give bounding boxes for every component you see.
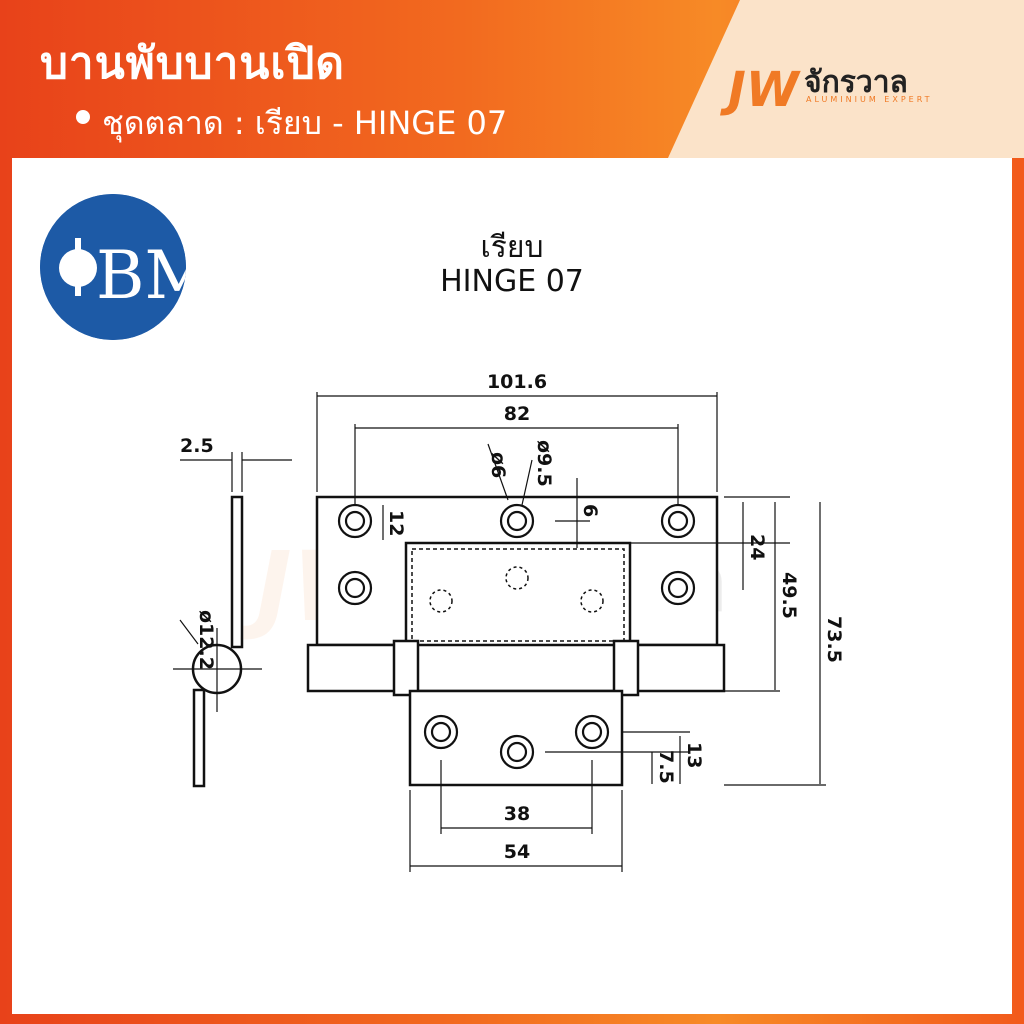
brand-name: จักรวาล [804,65,908,100]
page-title: บานพับบานเปิด [40,38,345,89]
side-view [173,495,262,788]
dim-hole-span-top: 82 [504,403,530,425]
dim-overall-height: 73.5 [823,616,845,663]
dim-lines [316,392,826,872]
dim-overall-width: 101.6 [487,371,547,393]
dim-hole-row-offset: 12 [385,510,407,536]
dim-top-hole-offset: 6 [579,504,601,517]
dim-upper-to-knuckle: 49.5 [778,572,800,619]
product-name-th: เรียบ [480,230,544,265]
dim-upper-leaf-height: 24 [746,534,768,560]
holes [337,503,696,770]
maker-logo-text: BM [96,237,186,314]
dim-lower-hole-span: 38 [504,803,530,825]
brand-mark: JW [720,62,801,118]
side-dims [179,452,292,645]
dim-lower-hole-offset: 7.5 [655,750,677,784]
bullet-icon [76,110,90,124]
dim-hole-large: ø9.5 [533,440,555,487]
dim-hole-small: ø6 [487,452,509,478]
product-name-en: HINGE 07 [440,264,584,299]
maker-logo: BM [40,194,186,340]
dim-lower-leaf-width: 54 [504,841,530,863]
dim-lower-hole-row: 13 [683,742,705,768]
subtitle-text: ชุดตลาด : เรียบ - HINGE 07 [102,104,508,142]
dim-thickness: 2.5 [180,435,214,457]
page-subtitle: ชุดตลาด : เรียบ - HINGE 07 [72,98,507,149]
brand-panel: JW จักรวาล ALUMINIUM EXPERT [668,0,1024,158]
dim-knuckle-dia: ø12.2 [195,610,217,670]
front-view [306,495,726,787]
brand-tagline: ALUMINIUM EXPERT [806,95,933,104]
